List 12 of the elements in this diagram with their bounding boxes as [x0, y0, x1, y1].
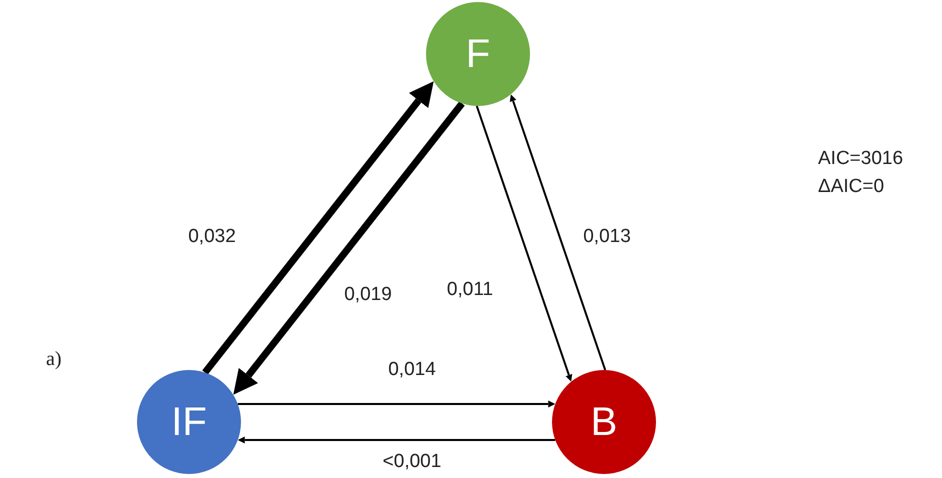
note-text: AIC=3016 — [818, 148, 904, 170]
arrow — [238, 400, 556, 408]
arrow — [233, 101, 465, 395]
arrow — [202, 81, 434, 375]
arrow — [238, 436, 556, 444]
panel-label: a) — [46, 348, 62, 371]
state-label: B — [590, 402, 618, 442]
arrow — [510, 94, 606, 370]
note-text: ΔAIC=0 — [818, 176, 884, 198]
arrow — [476, 106, 572, 382]
state-label: IF — [171, 402, 207, 442]
state-label: F — [466, 34, 490, 74]
